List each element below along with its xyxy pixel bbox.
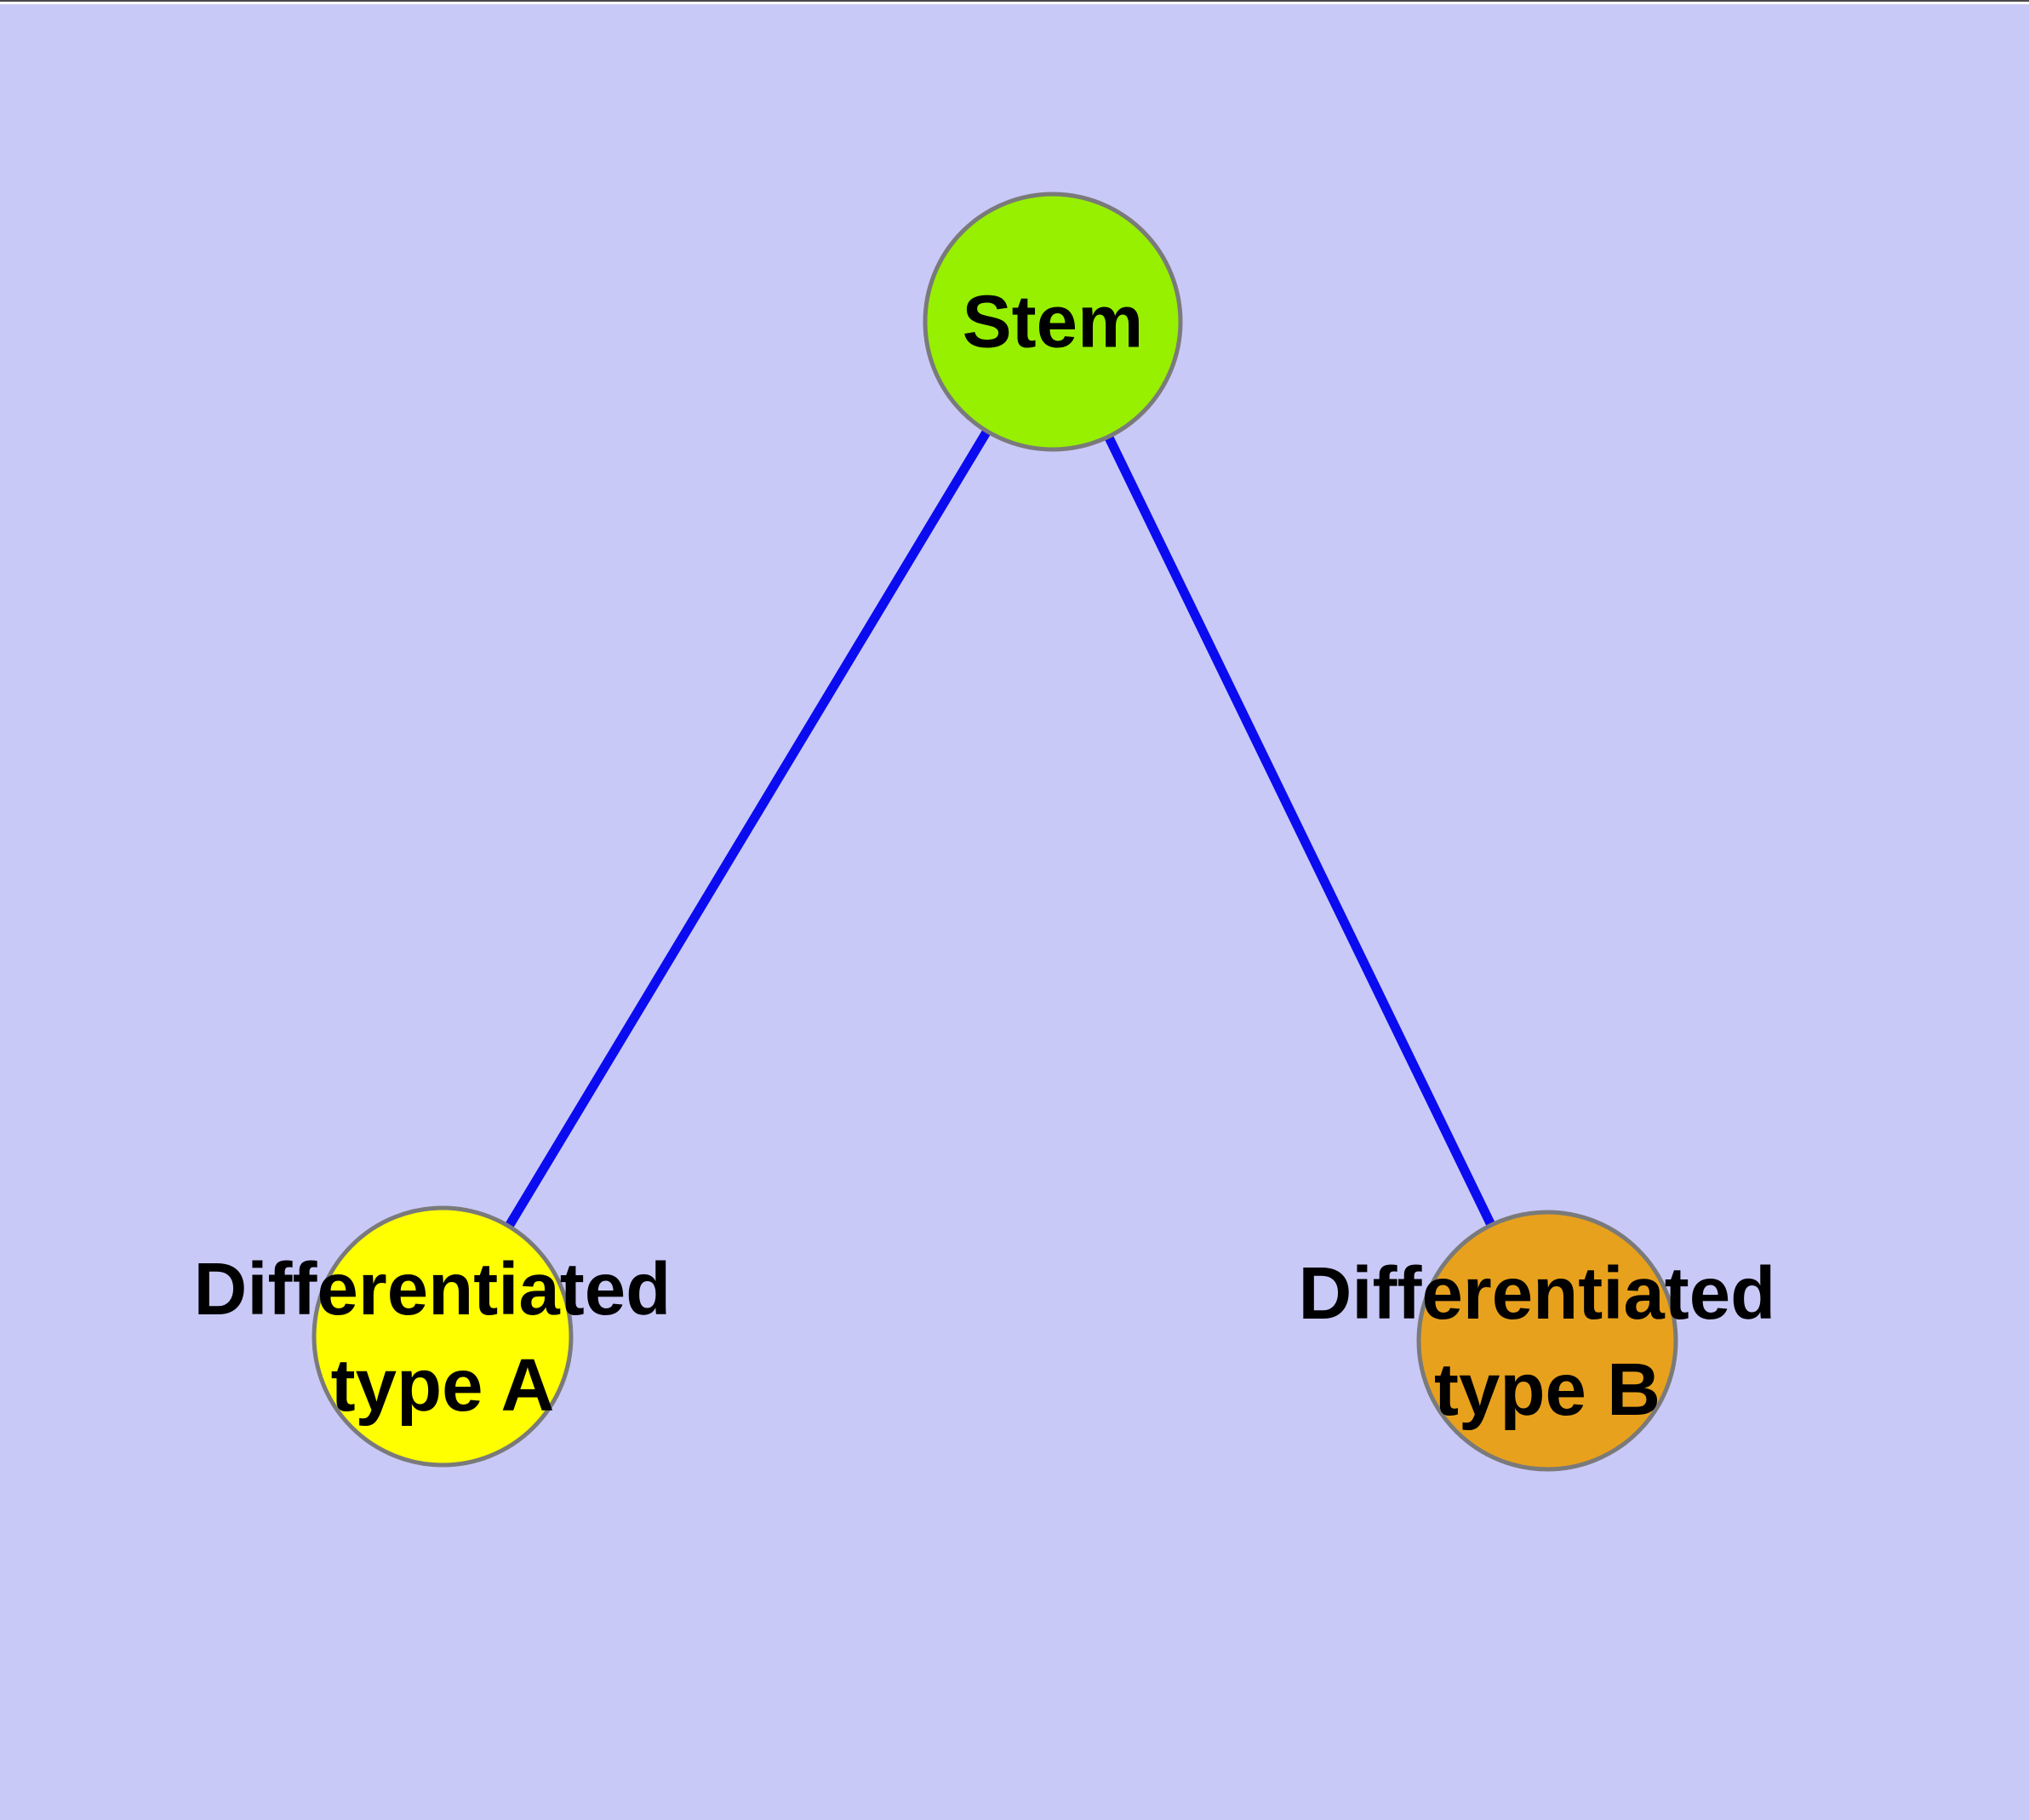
node-stem-circle[interactable] [923,192,1183,452]
window-top-border [0,0,2029,2]
node-differentiated-type-a-label: Differentiated type A [194,1248,692,1427]
window-top-highlight [0,2,2029,4]
node-differentiated-type-b-label-line2: type B [1434,1348,1660,1431]
edge-stem-to-type-a [438,319,1057,1339]
node-stem[interactable]: Stem [923,192,1183,452]
node-stem-label: Stem [963,281,1144,363]
node-differentiated-type-b-circle[interactable] [1416,1210,1678,1472]
node-differentiated-type-b-label: Differentiated type B [1299,1252,1797,1431]
graph-canvas: Stem Differentiated type A Differentiate… [194,192,1797,1472]
node-differentiated-type-b[interactable]: Differentiated type B [1299,1210,1797,1472]
node-differentiated-type-a-circle[interactable] [311,1205,574,1468]
node-differentiated-type-b-label-line1: Differentiated [1299,1252,1776,1335]
node-differentiated-type-a[interactable]: Differentiated type A [194,1205,692,1468]
node-differentiated-type-a-label-line2: type A [331,1344,555,1427]
edge-stem-to-type-b [1049,319,1552,1343]
node-differentiated-type-a-label-line1: Differentiated [194,1248,672,1331]
